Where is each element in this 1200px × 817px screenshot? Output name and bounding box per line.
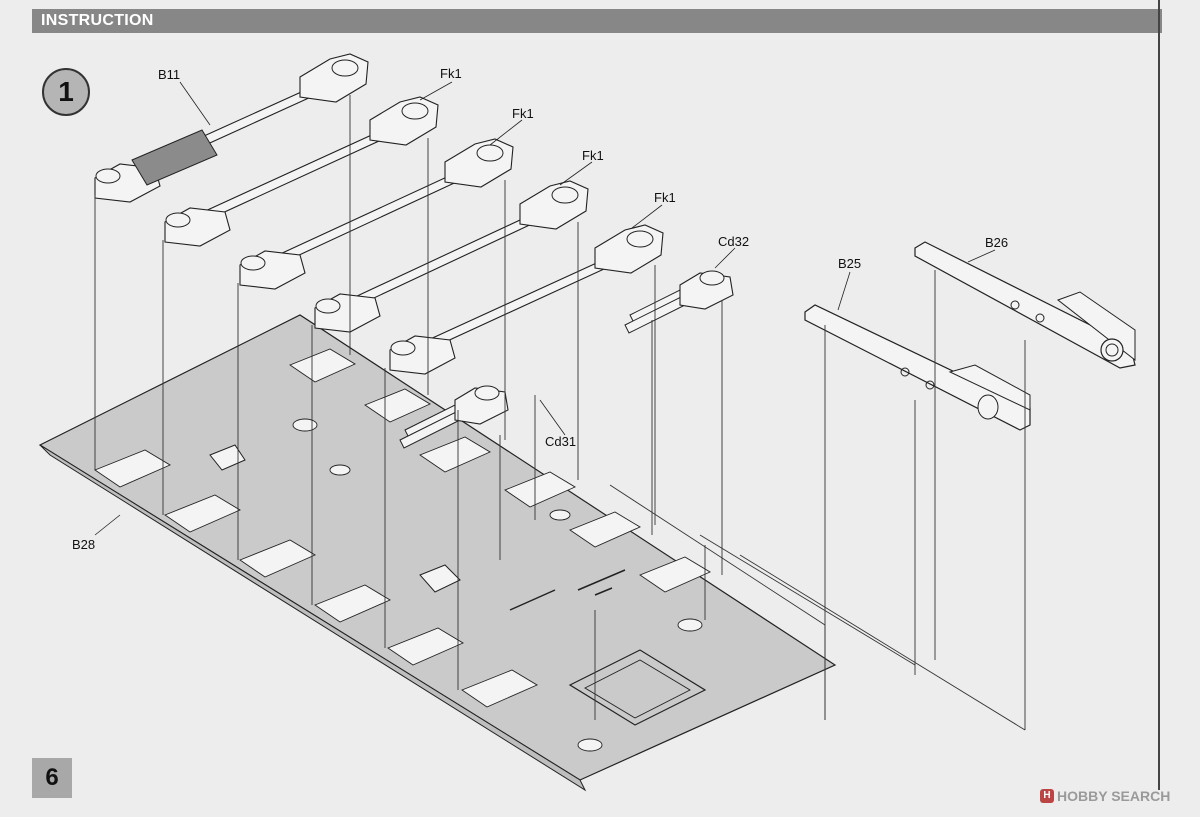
page-border-rule <box>1158 0 1160 790</box>
page-title: INSTRUCTION <box>41 12 154 29</box>
watermark-text: HOBBY SEARCH <box>1057 788 1171 804</box>
torsion-arms-group <box>94 53 734 449</box>
arm-fk1-d <box>389 224 664 375</box>
arm-b11 <box>94 53 369 203</box>
label-cd32: Cd32 <box>718 234 749 249</box>
guide-line <box>739 554 1026 731</box>
hull-plate-b28 <box>38 314 837 792</box>
label-fk1-d: Fk1 <box>654 190 676 205</box>
label-fk1-a: Fk1 <box>440 66 462 81</box>
guide-line <box>609 484 826 720</box>
label-b25: B25 <box>838 256 861 271</box>
header-bar <box>32 9 1162 33</box>
guide-lines <box>94 95 1026 731</box>
side-rail-b25 <box>804 304 1031 431</box>
label-cd31: Cd31 <box>545 434 576 449</box>
label-b28: B28 <box>72 537 95 552</box>
arm-fk1-b <box>239 138 514 290</box>
arm-fk1-c <box>314 180 589 333</box>
guide-line <box>699 534 916 666</box>
label-b11: B11 <box>158 67 180 82</box>
hobby-search-logo-icon: H <box>1040 789 1054 803</box>
leader-lines <box>94 81 996 536</box>
label-fk1-b: Fk1 <box>512 106 534 121</box>
arm-cd32 <box>624 270 734 334</box>
label-fk1-c: Fk1 <box>582 148 604 163</box>
arm-cd31 <box>399 385 509 449</box>
watermark: H HOBBY SEARCH <box>1040 788 1170 804</box>
label-b26: B26 <box>985 235 1008 250</box>
side-rail-b26 <box>914 241 1136 369</box>
step-number-badge: 1 <box>42 68 90 116</box>
page-number: 6 <box>32 758 72 798</box>
